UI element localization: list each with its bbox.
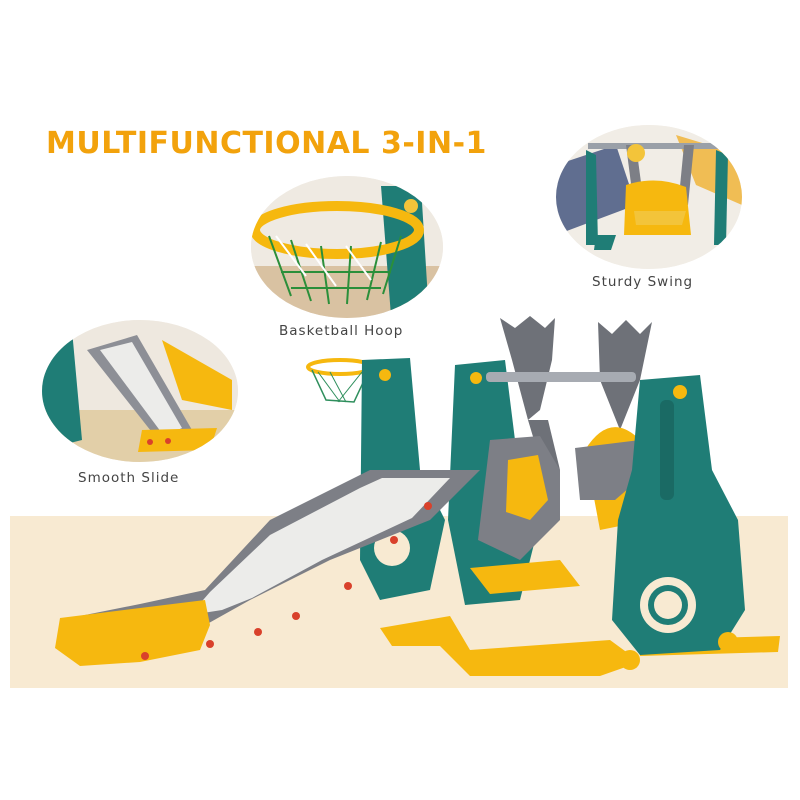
hoop-caption: Basketball Hoop [279, 323, 404, 339]
slide-detail-photo [42, 320, 238, 462]
headline: MULTIFUNCTIONAL 3-IN-1 [46, 126, 487, 161]
slide-caption: Smooth Slide [78, 470, 180, 486]
swing-caption: Sturdy Swing [592, 274, 694, 290]
swing-detail-photo [556, 125, 742, 269]
